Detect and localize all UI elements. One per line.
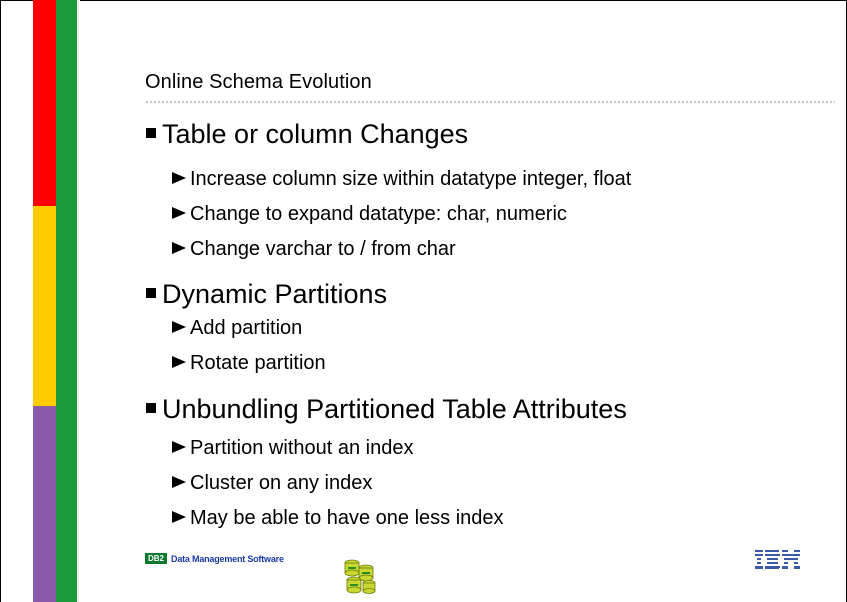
section-heading: Dynamic Partitions [146,278,387,310]
color-bar-purple [33,406,56,602]
section-heading-text: Table or column Changes [162,119,469,149]
section-heading: Table or column Changes [146,118,468,150]
square-bullet-icon [146,127,156,138]
footer-db2-brand: DB2 Data Management Software [145,553,284,564]
color-bar-yellow [33,206,56,406]
section-heading-text: Unbundling Partitioned Table Attributes [162,394,627,424]
color-bar-red [33,0,56,206]
footer-product-text: Data Management Software [171,553,284,564]
bullet-item: Add partition [172,315,302,341]
color-bar-shadow [77,0,80,602]
section-heading-text: Dynamic Partitions [162,279,388,309]
bullet-item: Partition without an index [172,435,413,461]
title-dotted-divider [145,101,835,103]
triangle-bullet-icon [172,440,186,453]
slide-title: Online Schema Evolution [145,71,372,93]
bullet-item-text: Cluster on any index [190,472,373,494]
bullet-item: May be able to have one less index [172,505,504,531]
bullet-item-text: Partition without an index [190,437,414,459]
section-heading: Unbundling Partitioned Table Attributes [146,393,627,425]
bullet-item: Change varchar to / from char [172,236,456,262]
bullet-item: Cluster on any index [172,470,372,496]
bullet-item: Change to expand datatype: char, numeric [172,201,567,227]
triangle-bullet-icon [172,320,186,333]
bullet-item-text: Change to expand datatype: char, numeric [190,203,567,225]
bullet-item-text: Add partition [190,317,303,339]
triangle-bullet-icon [172,206,186,219]
triangle-bullet-icon [172,355,186,368]
square-bullet-icon [146,287,156,298]
bullet-item: Rotate partition [172,350,326,376]
bullet-item-text: Increase column size within datatype int… [190,168,632,190]
db2-badge: DB2 [145,553,168,564]
color-bar-green [56,0,77,602]
database-cylinders-icon [344,559,376,594]
triangle-bullet-icon [172,510,186,523]
bullet-item-text: Rotate partition [190,352,326,374]
triangle-bullet-icon [172,475,186,488]
square-bullet-icon [146,402,156,413]
ibm-logo [755,550,800,569]
triangle-bullet-icon [172,171,186,184]
bullet-item-text: May be able to have one less index [190,507,504,529]
bullet-item-text: Change varchar to / from char [190,238,456,260]
bullet-item: Increase column size within datatype int… [172,166,631,192]
triangle-bullet-icon [172,241,186,254]
